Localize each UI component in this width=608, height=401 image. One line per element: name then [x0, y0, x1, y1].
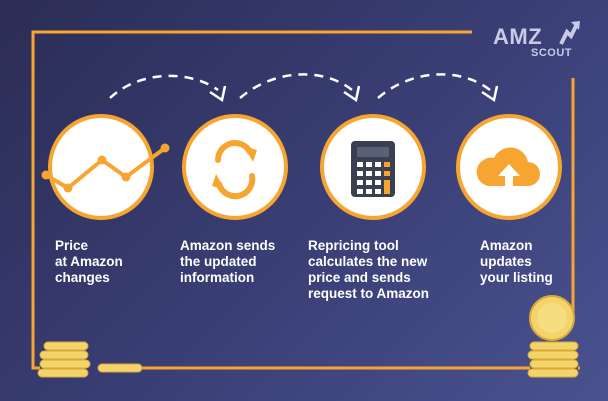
dashed-arrow-1 — [109, 74, 219, 99]
arrow-head-2 — [343, 85, 361, 103]
step-3-label: Repricing tool calculates the new price … — [308, 238, 430, 301]
step-2-circle — [182, 114, 288, 220]
logo-sub: SCOUT — [531, 47, 572, 59]
step-2-label: Amazon sends the updated information — [180, 238, 276, 285]
dashed-arrow-2 — [239, 73, 353, 99]
logo-arrow-icon — [559, 21, 580, 45]
dashed-arrow-3 — [377, 73, 491, 99]
arrow-head-1 — [209, 85, 227, 103]
arrow-head-3 — [481, 85, 499, 103]
amzscout-logo: AMZ SCOUT — [493, 18, 593, 64]
logo-brand: AMZ — [493, 24, 543, 49]
step-4-label: Amazon updates your listing — [480, 238, 553, 285]
step-1-label: Price at Amazon changes — [55, 238, 123, 285]
